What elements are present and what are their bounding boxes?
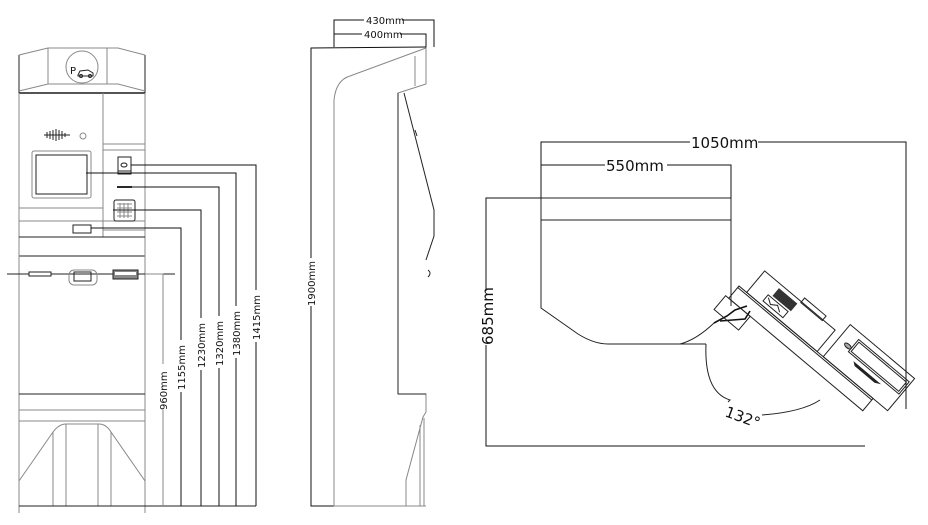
height-label-1415: 1415mm: [252, 295, 263, 340]
front-dimension-labels: 960mm 1155mm 1230mm 1320mm 1380mm 1415mm: [156, 290, 263, 410]
parking-logo: P: [65, 50, 99, 84]
side-profile: [333, 47, 435, 507]
depth-label-outer: 430mm: [366, 16, 405, 27]
body-width-label: 550mm: [606, 157, 664, 175]
angle-arc: 132°: [705, 343, 821, 432]
height-label-total: 1900mm: [307, 261, 318, 306]
car-icon: [77, 69, 94, 78]
screen-display: [35, 154, 88, 195]
top-camera-icon: [844, 342, 852, 350]
front-view: P: [7, 47, 263, 513]
depth-label: 685mm: [479, 287, 497, 345]
speaker-grille-icon: [44, 129, 70, 141]
top-kiosk: [713, 270, 916, 412]
front-base: [18, 423, 256, 507]
camera-icon: [79, 132, 87, 140]
card-reader-icon: [117, 156, 132, 175]
height-label-1320: 1320mm: [215, 321, 226, 366]
side-handle: [800, 297, 827, 322]
depth-label-inner: 400mm: [364, 30, 403, 41]
touch-screen: [31, 150, 92, 199]
top-body: [540, 197, 751, 345]
parking-logo-letter: P: [70, 66, 76, 77]
angle-label: 132°: [723, 403, 763, 432]
height-label-960: 960mm: [159, 371, 170, 410]
overall-width-label: 1050mm: [691, 134, 758, 152]
top-screen-frame: [847, 338, 910, 395]
top-view: 1050mm 550mm 685mm 132°: [478, 134, 916, 447]
coin-slot: [72, 224, 92, 234]
top-speaker-icon: [853, 361, 882, 385]
side-dimension-lines: [310, 19, 435, 507]
top-dimension-lines: [485, 141, 907, 447]
height-label-1155: 1155mm: [177, 345, 188, 390]
height-label-1230: 1230mm: [197, 323, 208, 368]
side-view: 430mm 400mm 1900mm: [304, 14, 435, 507]
front-slots: [7, 269, 175, 286]
height-label-1380: 1380mm: [232, 311, 243, 356]
front-dimension-lines: [86, 164, 257, 506]
barcode-scanner-icon: [762, 288, 798, 319]
